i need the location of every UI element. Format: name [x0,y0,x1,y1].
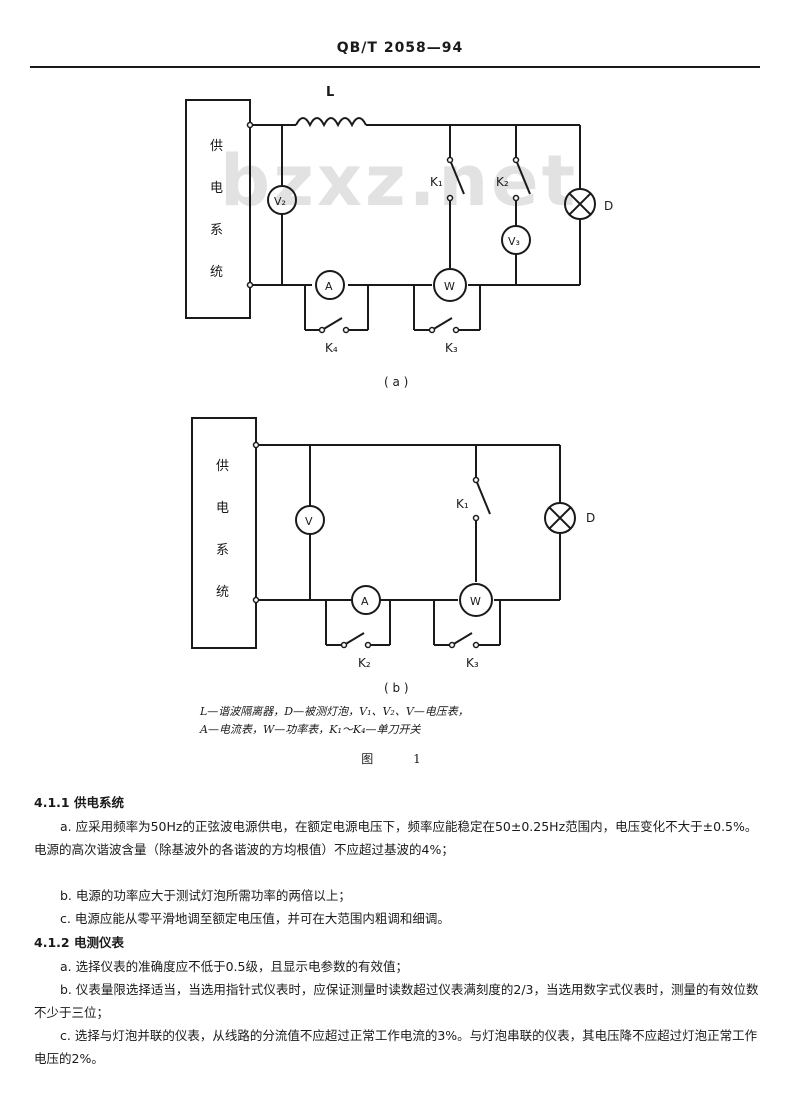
lamp-b [544,502,576,534]
k2-label-a: K₂ [496,175,509,189]
v2-label: V₂ [274,195,286,208]
figure-title: 图 1 [361,752,439,766]
inductor-label: L [326,85,334,100]
lamp-a [564,188,596,220]
k3-label-b: K₃ [466,656,479,670]
header-rule [30,66,760,68]
section-heading-4-1-2: 4.1.2 电测仪表 [34,935,124,950]
k4-label-a: K₄ [325,341,338,355]
power-supply-box-a [185,99,251,319]
k3-label-a: K₃ [445,341,458,355]
k1-label-b: K₁ [456,497,469,511]
panel-a-char-2: 电 [210,181,223,196]
panel-b-char-1: 供 [216,459,229,474]
lamp-b-label: D [586,511,595,525]
paragraph-4-1-1-c: c. 电源应能从零平滑地调至额定电压值，并可在大范围内粗调和细调。 [60,911,450,926]
panel-b-char-2: 电 [216,501,229,516]
ammeter-b-label: A [361,595,369,608]
panel-a-char-4: 统 [210,265,223,280]
page-header: QB/T 2058—94 [336,40,464,56]
voltmeter-v [295,505,325,535]
wattmeter-b-label: W [470,595,481,608]
legend-line-1: L—谐波隔离器，D—被测灯泡，V₁、V₂、V—电压表， [200,705,469,718]
k1-label-a: K₁ [430,175,443,189]
circuit-diagrams: 供 电 系 统 L V₂ V₃ A W K₁ K₂ K₄ K₃ D ( a ) … [185,85,613,695]
section-heading-4-1-1: 4.1.1 供电系统 [34,795,124,810]
k2-label-b: K₂ [358,656,371,670]
wattmeter-a-label: W [444,280,455,293]
paragraph-4-1-2-c: c. 选择与灯泡并联的仪表，从线路的分流值不应超过正常工作电流的3%。与灯泡串联… [34,1028,758,1066]
paragraph-4-1-1-b: b. 电源的功率应大于测试灯泡所需功率的两倍以上； [60,888,351,903]
voltmeter-v2 [267,185,297,215]
panel-a-char-1: 供 [210,139,223,154]
ammeter-a-label: A [325,280,333,293]
ammeter-b [351,585,381,615]
paragraph-4-1-2-b: b. 仪表量限选择适当，当选用指针式仪表时，应保证测量时读数超过仪表满刻度的2/… [34,982,759,1020]
power-supply-box-b [191,417,257,649]
panel-a-char-3: 系 [210,223,223,238]
wattmeter-b [459,583,493,617]
panel-b-char-4: 统 [216,585,229,600]
v-label-b: V [305,515,313,528]
ammeter-a [315,270,345,300]
inductor-coil [295,117,367,128]
wattmeter-a [433,268,467,302]
caption-a: ( a ) [384,375,408,389]
legend-line-2: A—电流表，W—功率表，K₁～K₄—单刀开关 [200,723,421,736]
panel-b-char-3: 系 [216,543,229,558]
voltmeter-v3 [501,225,531,255]
lamp-a-label: D [604,199,613,213]
caption-b: ( b ) [384,681,409,695]
paragraph-4-1-2-a: a. 选择仪表的准确度应不低于0.5级，且显示电参数的有效值； [60,959,408,974]
v3-label: V₃ [508,235,520,248]
paragraph-4-1-1-a: a. 应采用频率为50Hz的正弦波电源供电，在额定电源电压下，频率应能稳定在50… [34,819,758,857]
